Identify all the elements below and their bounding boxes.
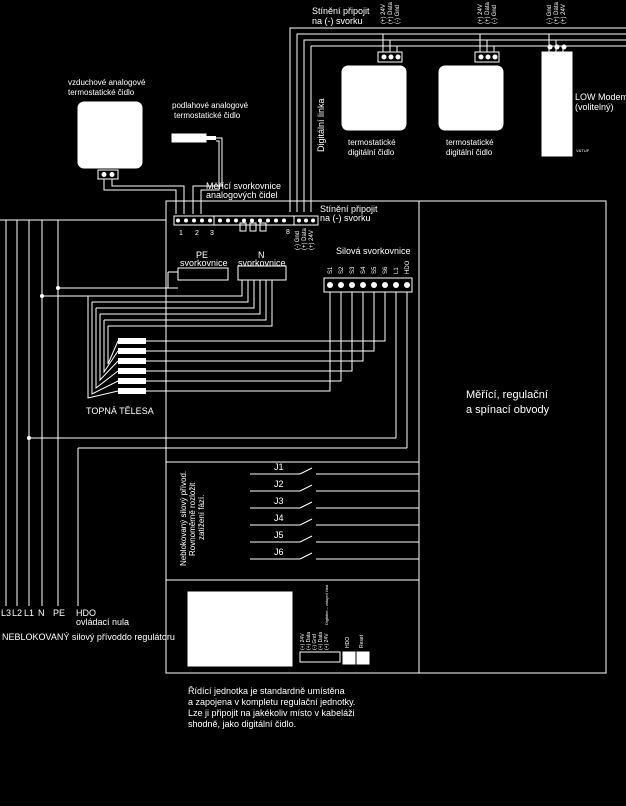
thermostat-1 (341, 51, 407, 131)
thermostat-1-label-1: termostatické (348, 138, 396, 147)
control-pin-3: (-) Gnd (312, 634, 318, 650)
floor-sensor (171, 133, 223, 214)
switch-j6: J6 (274, 547, 284, 557)
measuring-num-1: 1 (179, 230, 183, 237)
floor-sensor-label-2: termostatické čidlo (174, 111, 241, 120)
phase-l3: L3 (1, 608, 11, 618)
thermostat-2-label-2: digitální čidlo (446, 148, 493, 157)
phase-l2: L2 (12, 608, 22, 618)
pe-label-2: svorkovnice (180, 258, 228, 268)
therm1-pin-3: (-) Gnd (395, 5, 401, 24)
note-line-2: a zapojena v kompletu regulační jednotky… (188, 697, 355, 707)
measuring-terminal-label-1: Měřící svorkovnice (206, 181, 281, 191)
pt-label-s2: S2 (339, 266, 345, 274)
control-pin-1: (+) 24V (300, 633, 306, 650)
measuring-num-3: 3 (210, 230, 214, 237)
air-sensor-label-2: termostatické čidlo (68, 88, 135, 97)
shield-top-label-2: na (-) svorku (312, 16, 363, 26)
modem-small-2: V&TUF (576, 148, 590, 153)
main-enclosure (165, 200, 607, 674)
pe-terminal (168, 267, 229, 281)
supply-rails (0, 219, 408, 606)
modem-pin-3: (+) 24V (561, 4, 567, 24)
heaters-label: TOPNÁ TĚLESA (86, 406, 154, 416)
shield-mid-label-2: na (-) svorku (320, 213, 371, 223)
air-sensor (77, 101, 185, 214)
measuring-terminal-label-2: analogových čidel (206, 190, 278, 200)
measuring-num-2: 2 (195, 230, 199, 237)
control-pin-2: (+) Data (306, 632, 312, 650)
modem-label-2: (volitelný) (575, 102, 614, 112)
power-terminal-label: Silová svorkovnice (336, 246, 411, 256)
n-terminal (237, 265, 287, 281)
pt-label-s1: S1 (328, 266, 334, 274)
air-sensor-label-1: vzduchové analogové (68, 78, 146, 87)
control-pin-4: (+) Data (318, 632, 324, 650)
circuits-label-1: Měřící, regulační (466, 389, 548, 401)
relay-switches (250, 467, 419, 560)
pt-label-s5: S5 (372, 266, 378, 274)
unblocked-feed-1: Neblokovaný silový přívod. (179, 471, 188, 566)
heaters (87, 280, 386, 399)
switch-j4: J4 (274, 513, 284, 523)
switch-j3: J3 (274, 496, 284, 506)
note-line-1: Řídící jednotka je standardně umístěna (188, 686, 345, 696)
therm1-pin-1: (+) 24V (381, 4, 387, 24)
n-label-2: svorkovnice (238, 258, 286, 268)
pe-label-1: PE (196, 250, 208, 260)
hdo-label-2: ovládací nula (76, 617, 129, 627)
thermostat-2-label-1: termostatické (446, 138, 494, 147)
n-label-1: N (258, 250, 265, 260)
mid-pin-2: (+) Data (302, 227, 308, 250)
measuring-num-8: 8 (286, 229, 290, 236)
pt-label-s4: S4 (361, 266, 367, 274)
shield-mid-label-1: Stínění připojit (320, 204, 378, 214)
switch-j5: J5 (274, 530, 284, 540)
thermostat-2 (438, 51, 504, 131)
phase-pe: PE (53, 608, 65, 618)
measuring-terminal (173, 215, 319, 232)
pt-label-s6: S6 (383, 266, 389, 274)
pt-label-s3: S3 (350, 266, 356, 274)
note-line-4: shodně, jako digitální čidlo. (188, 719, 296, 729)
control-small-reset: Reset (359, 634, 365, 648)
unblocked-feed-3: zatížení fází. (197, 495, 206, 540)
control-right-label: Digitální – vstupní část (324, 584, 329, 625)
hdo-label-1: HDO (76, 608, 96, 618)
modem-label-1: LOW Modem (575, 92, 626, 102)
switch-j1: J1 (274, 462, 284, 472)
control-pin-5: (+) 24V (324, 633, 330, 650)
switch-j2: J2 (274, 479, 284, 489)
unblocked-feed-2: Rovnoměrně rozložit (188, 482, 197, 556)
phase-l1: L1 (24, 608, 34, 618)
low-modem (541, 44, 573, 157)
pt-label-hdo: HDO (405, 260, 411, 274)
phase-n: N (38, 608, 45, 618)
modem-pin-1: (-) Gnd (547, 5, 553, 24)
pt-label-l1: L1 (394, 267, 400, 274)
therm2-pin-3: (-) Gnd (492, 5, 498, 24)
thermostat-1-label-2: digitální čidlo (348, 148, 395, 157)
bottom-feed-label: NEBLOKOVANÝ silový přívoddo regulátoru (2, 632, 175, 642)
therm1-pin-2: (+) Data (388, 1, 394, 24)
floor-sensor-label-1: podlahové analogové (172, 101, 249, 110)
mid-pin-3: (+) 24V (309, 230, 315, 250)
therm2-pin-1: (+) 24V (478, 4, 484, 24)
modem-pin-2: (+) Data (554, 1, 560, 24)
mid-pin-1: (-) Gnd (295, 231, 301, 250)
control-unit (187, 591, 370, 667)
control-small-hdo: HDO (345, 637, 351, 648)
therm2-pin-2: (+) Data (485, 1, 491, 24)
modem-small-1: 4 5 (544, 148, 550, 153)
note-line-3: Lze ji připojit na jakékoliv místo v kab… (188, 708, 355, 718)
shield-top-label-1: Stínění připojit (312, 6, 370, 16)
power-terminal-strip (323, 277, 413, 293)
circuits-label-2: a spínací obvody (466, 404, 550, 416)
digital-line-label: Digitální linka (316, 98, 326, 152)
